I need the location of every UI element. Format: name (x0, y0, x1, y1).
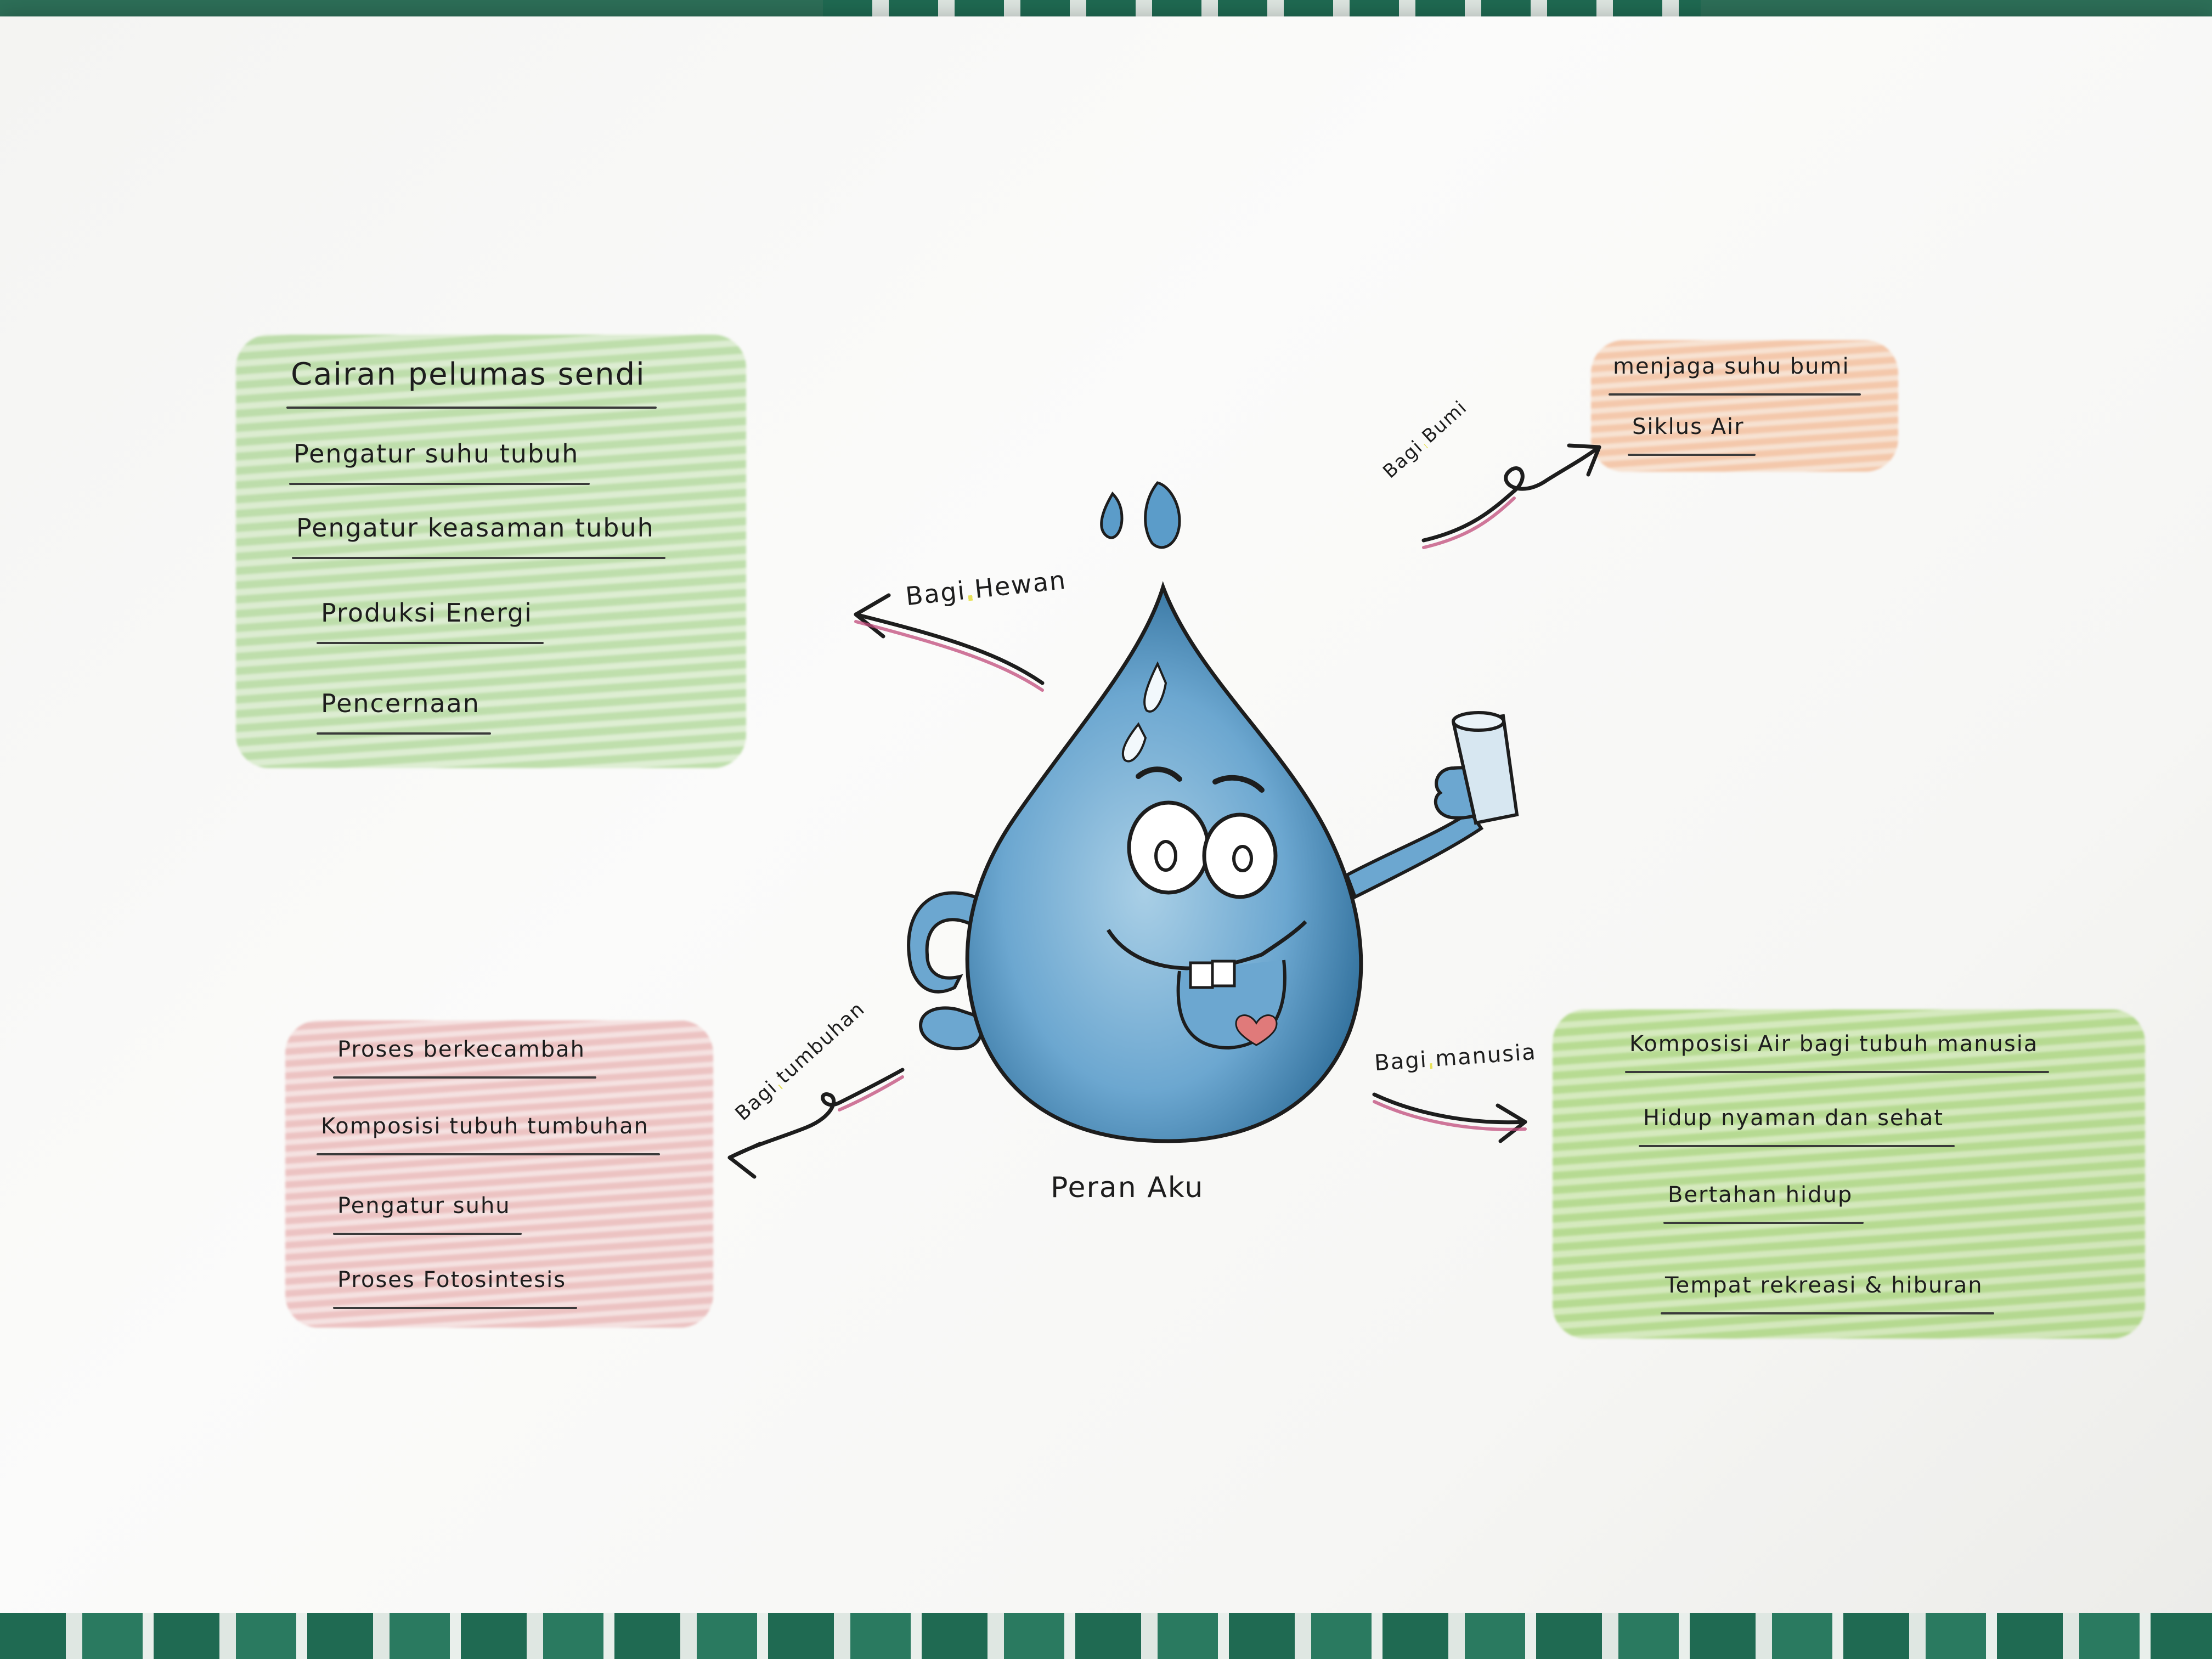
arrow-bumi (1421, 443, 1601, 549)
background-cloth-bottom (0, 1613, 2212, 1659)
small-droplets (1100, 481, 1181, 549)
bumi-item-2: Siklus Air (1628, 414, 1756, 456)
bumi-item-1: menjaga suhu bumi (1609, 354, 1861, 396)
manusia-box (1553, 1009, 2145, 1339)
hewan-item-5: Pencernaan (317, 689, 491, 735)
tumbuhan-item-1: Proses berkecambah (333, 1037, 596, 1079)
manusia-item-2: Hidup nyaman dan sehat (1638, 1105, 1955, 1147)
tumbuhan-item-3: Pengatur suhu (333, 1193, 522, 1235)
manusia-item-4: Tempat rekreasi & hiburan (1661, 1273, 1994, 1314)
hewan-item-1: Cairan pelumas sendi (286, 357, 657, 409)
arrow-tumbuhan (727, 1068, 905, 1179)
manusia-item-1: Komposisi Air bagi tubuh manusia (1624, 1031, 2050, 1073)
center-label: Peran Aku (1051, 1171, 1204, 1204)
water-droplet-character (965, 581, 1363, 1143)
hewan-item-2: Pengatur suhu tubuh (289, 439, 590, 485)
bumi-box (1591, 340, 1898, 472)
arm-left (907, 891, 984, 1051)
tumbuhan-box (285, 1020, 713, 1328)
arrow-manusia (1372, 1092, 1527, 1143)
glass-icon (1452, 711, 1519, 825)
tumbuhan-item-2: Komposisi tubuh tumbuhan (317, 1114, 660, 1155)
arrow-hewan (854, 593, 1045, 692)
tumbuhan-item-4: Proses Fotosintesis (332, 1267, 578, 1309)
hewan-item-4: Produksi Energi (317, 598, 544, 644)
hewan-item-3: Pengatur keasaman tubuh (292, 513, 665, 559)
manusia-item-3: Bertahan hidup (1663, 1182, 1864, 1224)
